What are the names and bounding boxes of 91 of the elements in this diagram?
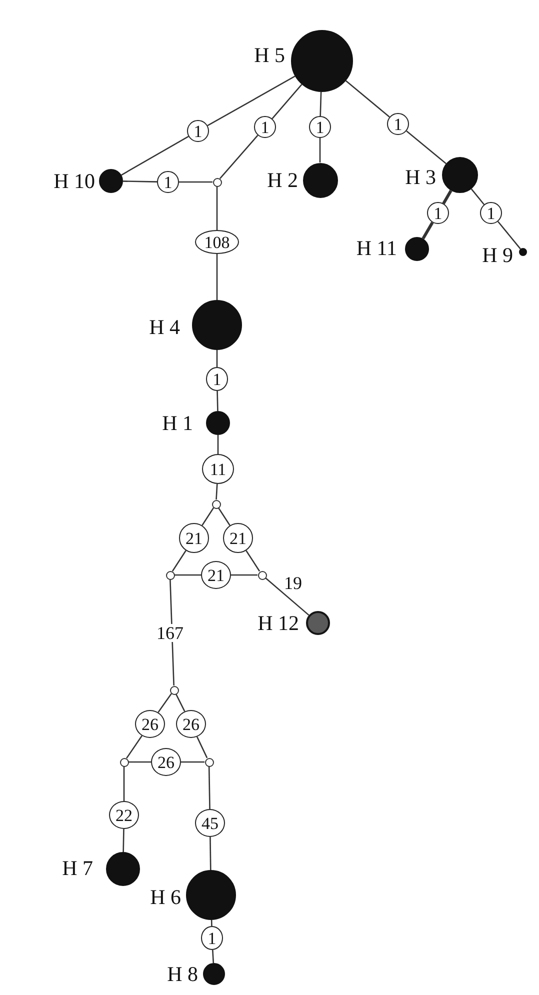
median-vector-dot xyxy=(166,570,174,580)
haplotype-label: H 12 xyxy=(258,612,299,634)
connector-line xyxy=(231,574,258,576)
connector-line xyxy=(320,92,322,116)
connector-line xyxy=(175,694,186,712)
connector-line xyxy=(210,837,212,870)
haplotype-label: H 6 xyxy=(150,886,181,908)
connector-line xyxy=(196,736,208,758)
mutation-count: 1 xyxy=(157,171,179,193)
median-vector-dot xyxy=(258,570,266,580)
mutation-count: 11 xyxy=(202,454,234,484)
mutation-count: 21 xyxy=(223,523,253,553)
connector-line xyxy=(216,484,218,500)
connector-line xyxy=(216,390,218,412)
connector-line xyxy=(265,577,310,616)
mutation-count: 1 xyxy=(254,116,276,138)
connector-line xyxy=(212,950,214,964)
median-vector-dot xyxy=(204,758,214,766)
connector-line xyxy=(179,181,212,183)
connector-line xyxy=(497,221,521,250)
connector-line xyxy=(272,84,302,120)
haplotype-label: H 3 xyxy=(405,166,436,188)
haplotype-circle xyxy=(192,300,242,350)
connector-line xyxy=(442,190,452,204)
connector-line xyxy=(123,766,125,801)
mutation-count: 22 xyxy=(109,801,139,829)
haplotype-label: H 10 xyxy=(54,170,95,192)
haplotype-circle xyxy=(291,30,353,92)
haplotype-circle xyxy=(306,611,330,635)
mutation-count: 1 xyxy=(309,116,331,138)
connector-line xyxy=(345,80,390,118)
connector-line xyxy=(219,134,258,180)
connector-line xyxy=(422,222,434,240)
haplotype-label: H 1 xyxy=(162,412,193,434)
connector-line xyxy=(128,761,151,763)
median-vector-dot xyxy=(212,500,220,508)
haplotype-label: H 4 xyxy=(149,316,180,338)
connector-line xyxy=(216,186,218,230)
haplotype-circle xyxy=(405,237,429,261)
mutation-count: 45 xyxy=(195,809,225,837)
median-vector-dot xyxy=(212,178,222,186)
median-vector-dot xyxy=(170,686,178,694)
connector-line xyxy=(158,693,172,713)
mutation-count: 21 xyxy=(179,523,209,553)
connector-line xyxy=(406,130,447,164)
haplotype-circle xyxy=(206,411,230,435)
edge-label: 167 xyxy=(156,624,184,642)
haplotype-label: H 8 xyxy=(167,963,198,985)
haplotype-label: H 5 xyxy=(254,44,285,66)
haplotype-circle xyxy=(302,162,338,198)
edge-label: 19 xyxy=(283,574,303,592)
connector-line xyxy=(202,507,214,526)
connector-line xyxy=(208,766,210,810)
connector-line xyxy=(319,138,321,162)
haplotype-circle xyxy=(519,248,527,256)
connector-line xyxy=(126,735,142,759)
mutation-count: 1 xyxy=(387,113,409,135)
connector-line xyxy=(122,828,124,852)
median-vector-dot xyxy=(120,758,128,766)
mutation-count: 1 xyxy=(187,120,209,142)
mutation-count: 1 xyxy=(201,926,223,950)
connector-line xyxy=(121,136,189,176)
haplotype-circle xyxy=(442,157,478,193)
haplotype-label: H 11 xyxy=(356,237,397,259)
connector-line xyxy=(218,507,230,526)
haplotype-circle xyxy=(203,963,225,985)
connector-line xyxy=(122,180,158,182)
connector-line xyxy=(216,350,218,367)
haplotype-circle xyxy=(186,870,236,920)
haplotype-label: H 9 xyxy=(482,244,513,266)
mutation-count: 21 xyxy=(201,561,231,589)
connector-line xyxy=(470,188,485,205)
haplotype-label: H 7 xyxy=(62,857,93,879)
connector-line xyxy=(181,761,204,763)
mutation-count: 1 xyxy=(480,202,502,224)
connector-line xyxy=(210,920,212,926)
connector-line xyxy=(207,76,296,126)
mutation-count: 26 xyxy=(135,710,165,738)
connector-line xyxy=(172,550,186,572)
connector-line xyxy=(246,550,260,572)
connector-line xyxy=(217,435,219,454)
connector-line xyxy=(174,574,201,576)
mutation-count: 1 xyxy=(206,367,228,391)
mutation-count: 1 xyxy=(427,202,449,224)
haplotype-circle xyxy=(99,169,123,193)
mutation-count: 26 xyxy=(151,748,181,776)
haplotype-label: H 2 xyxy=(267,169,298,191)
haplotype-circle xyxy=(106,852,140,886)
mutation-count: 26 xyxy=(176,710,206,738)
connector-line xyxy=(216,254,218,300)
mutation-count: 108 xyxy=(195,230,239,254)
